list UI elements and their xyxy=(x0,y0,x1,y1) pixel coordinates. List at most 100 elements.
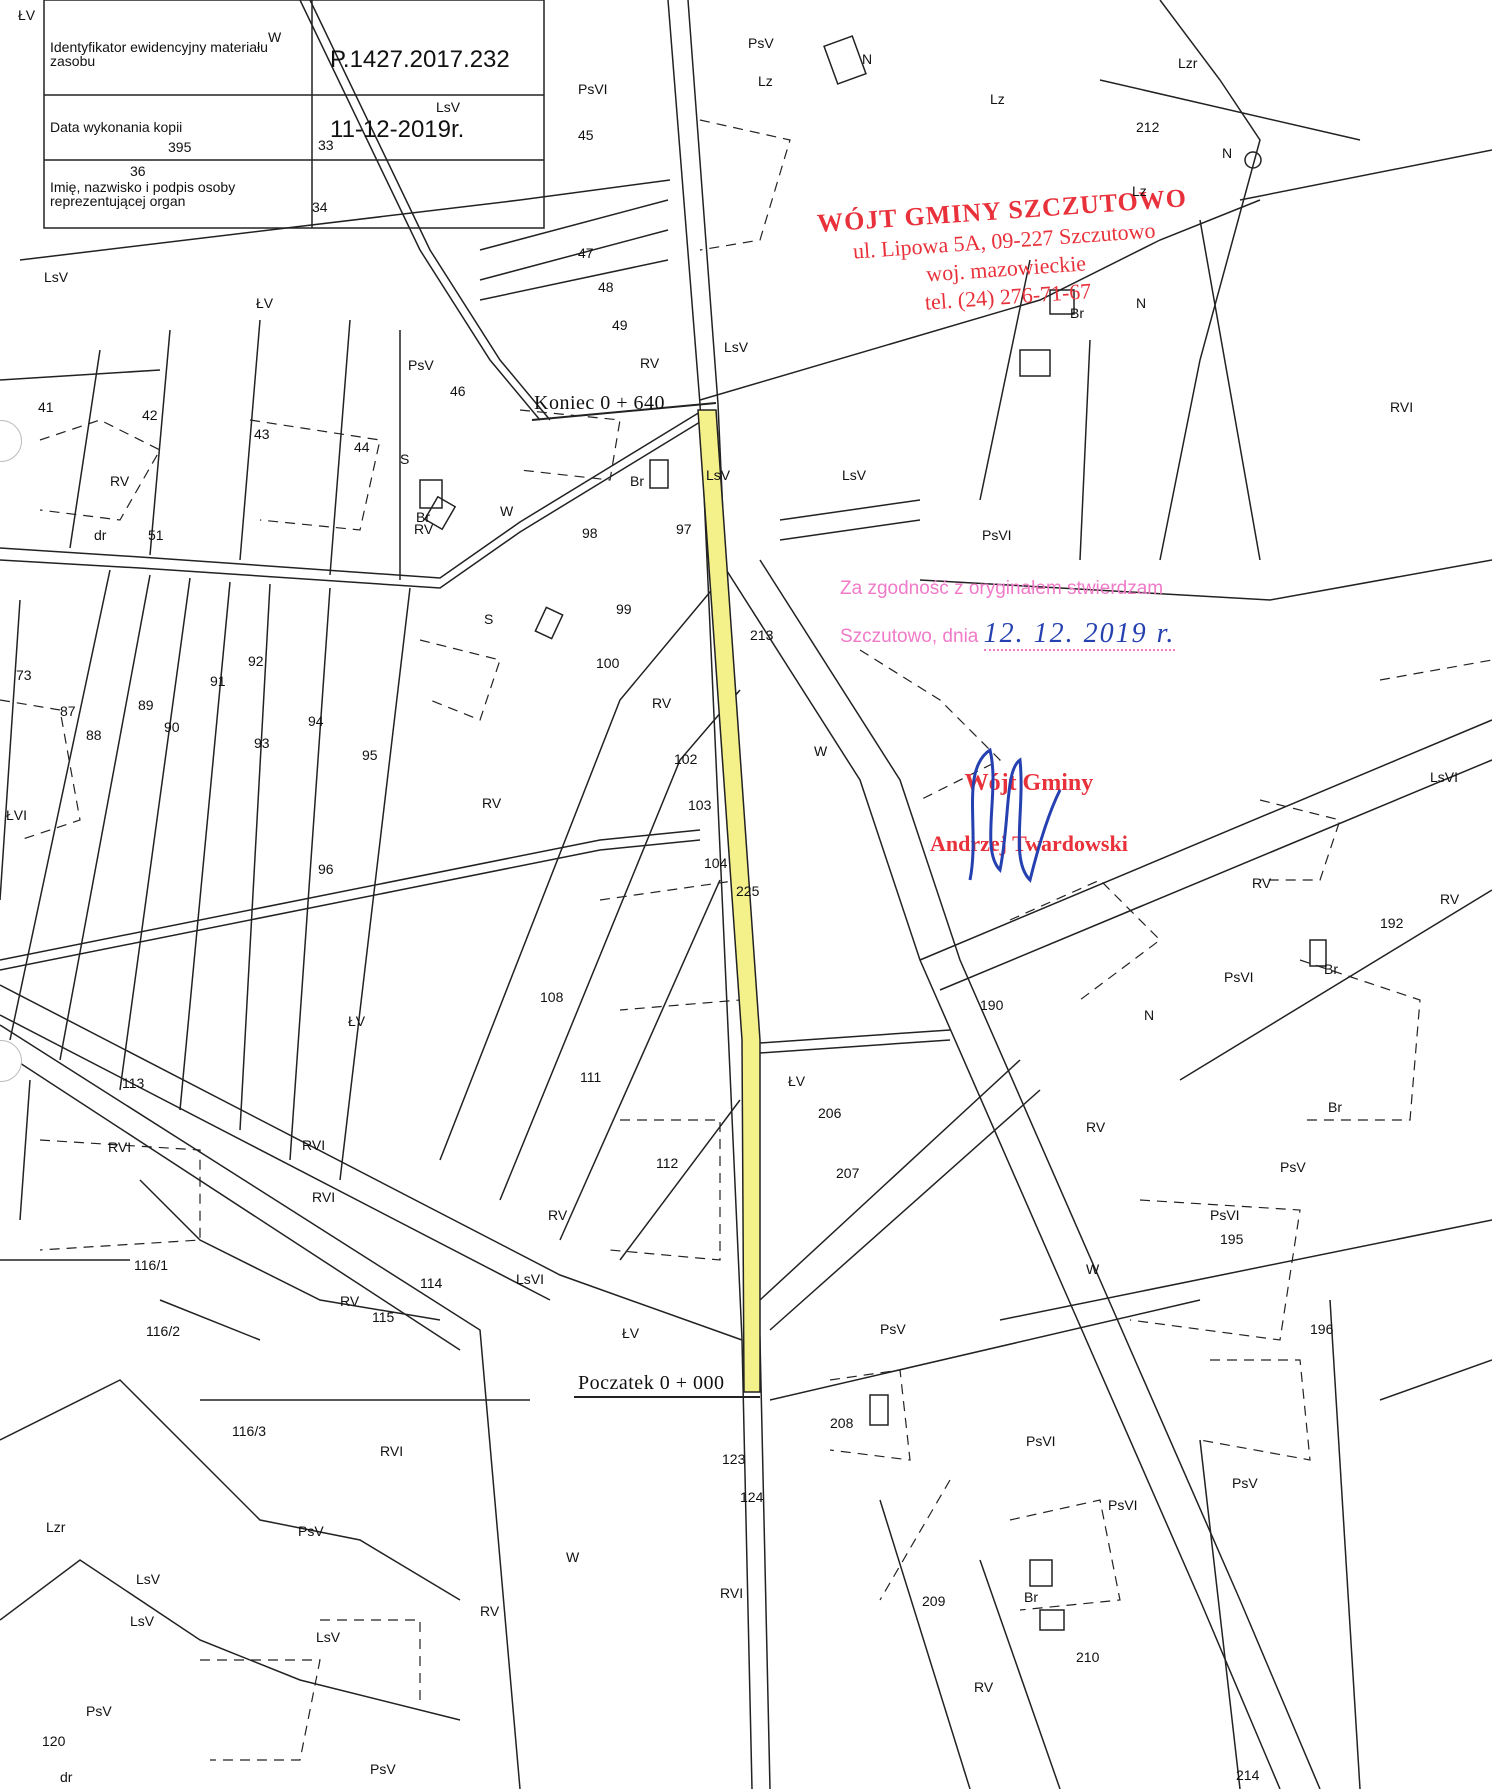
land-class-c1-5: PsV xyxy=(370,1761,396,1777)
land-class-c4-0: LsVI xyxy=(1430,769,1459,785)
land-class-c8-0: ŁVI xyxy=(6,807,28,823)
parcel-number-p209: 209 xyxy=(922,1593,946,1609)
land-class-c14-0: dr xyxy=(94,527,107,543)
parcel-number-p90: 90 xyxy=(164,719,180,735)
land-class-c2-5: PsVI xyxy=(1026,1433,1056,1449)
land-class-c5-5: RV xyxy=(548,1207,568,1223)
parcel-number-p98: 98 xyxy=(582,525,598,541)
route-start-label: Poczatek 0 + 000 xyxy=(578,1372,725,1394)
land-class-c1-6: PsV xyxy=(86,1703,112,1719)
land-class-c6-3: RVI xyxy=(720,1585,744,1601)
signatory-stamp: Wójt Gminy Andrzej Twardowski xyxy=(930,770,1128,857)
parcel-number-p41: 41 xyxy=(38,399,54,415)
land-class-c5-6: RV xyxy=(340,1293,360,1309)
land-class-c3-6: LsV xyxy=(130,1613,155,1629)
land-class-c7-1: ŁV xyxy=(256,295,274,311)
land-class-c5-2: RV xyxy=(414,521,434,537)
parcel-number-p33: 33 xyxy=(318,137,334,153)
parcel-number-p104: 104 xyxy=(704,855,728,871)
land-class-c6-1: RVI xyxy=(302,1137,326,1153)
parcel-number-p116_2: 116/2 xyxy=(146,1323,180,1339)
land-class-c10-2: Br xyxy=(1070,305,1084,321)
land-class-c13-0: N xyxy=(862,51,873,67)
land-class-c1-4: PsV xyxy=(298,1523,324,1539)
route-end-label: Koniec 0 + 640 xyxy=(534,392,666,414)
parcel-number-p124: 124 xyxy=(740,1489,764,1505)
parcel-number-p47: 47 xyxy=(578,245,594,261)
land-class-c2-1: PsVI xyxy=(982,527,1012,543)
land-class-c1-3: PsV xyxy=(1232,1475,1258,1491)
parcel-number-p213: 213 xyxy=(750,627,774,643)
land-class-c6-4: RVI xyxy=(380,1443,404,1459)
land-class-c12-4: W xyxy=(566,1549,580,1565)
header-label-signatory: Imię, nazwisko i podpis osoby reprezentu… xyxy=(50,179,236,209)
land-class-c1-1: PsV xyxy=(408,357,434,373)
land-class-c9-0: Lzr xyxy=(46,1519,66,1535)
parcel-number-p196: 196 xyxy=(1310,1321,1334,1337)
parcel-number-p208: 208 xyxy=(830,1415,854,1431)
land-class-c3-0: LsV xyxy=(724,339,749,355)
parcel-number-p94: 94 xyxy=(308,713,324,729)
signatory-name: Andrzej Twardowski xyxy=(930,831,1128,856)
land-class-c12-1: W xyxy=(814,743,828,759)
land-class-c5-7: RV xyxy=(480,1603,500,1619)
parcel-number-p395: 395 xyxy=(168,139,192,155)
land-class-c2-4: PsVI xyxy=(1108,1497,1138,1513)
land-class-c3-7: LsV xyxy=(316,1629,341,1645)
land-class-c14-1: dr xyxy=(60,1769,73,1785)
land-class-c5-4: RV xyxy=(482,795,502,811)
land-class-c11-0: S xyxy=(400,451,410,467)
header-label-date: Data wykonania kopii xyxy=(50,119,183,135)
land-class-c5-8: RV xyxy=(974,1679,994,1695)
parcel-number-p97: 97 xyxy=(676,521,692,537)
parcel-number-p190: 190 xyxy=(980,997,1004,1013)
parcel-number-p51: 51 xyxy=(148,527,164,543)
land-class-c1-7: PsV xyxy=(1280,1159,1306,1175)
main-road-left-edge xyxy=(667,0,753,1789)
land-class-c4-1: LsVI xyxy=(516,1271,545,1287)
land-class-c5-3: RV xyxy=(652,695,672,711)
parcel-number-p207: 207 xyxy=(836,1165,860,1181)
land-class-c7-3: ŁV xyxy=(622,1325,640,1341)
land-class-c5-1: RV xyxy=(110,473,130,489)
parcel-number-p96: 96 xyxy=(318,861,334,877)
certification-stamp: Za zgodność z oryginałem stwierdzam Szcz… xyxy=(840,578,1176,651)
parcel-number-p49: 49 xyxy=(612,317,628,333)
land-class-c9-1: Lzr xyxy=(1178,55,1198,71)
land-class-c6-2: RVI xyxy=(312,1189,336,1205)
header-label-identifier: Identyfikator ewidencyjny materiału zaso… xyxy=(50,39,268,69)
parcel-number-p87: 87 xyxy=(60,703,76,719)
parcel-number-p100: 100 xyxy=(596,655,620,671)
land-class-c1-2: PsV xyxy=(880,1321,906,1337)
land-class-c10-3: Br xyxy=(1324,961,1338,977)
parcel-number-p212: 212 xyxy=(1136,119,1160,135)
land-class-c3-4: LsV xyxy=(436,99,461,115)
land-class-c13-3: N xyxy=(1144,1007,1155,1023)
parcel-number-p44: 44 xyxy=(354,439,370,455)
land-class-c13-1: N xyxy=(1222,145,1233,161)
land-class-c12-0: W xyxy=(268,29,282,45)
parcel-number-p34: 34 xyxy=(312,199,328,215)
parcel-number-p42: 42 xyxy=(142,407,158,423)
parcel-number-p89: 89 xyxy=(138,697,154,713)
end-chainage-line xyxy=(531,402,717,421)
land-class-c1-0: PsV xyxy=(748,35,774,51)
parcel-number-p214: 214 xyxy=(1236,1767,1260,1783)
parcel-number-p91: 91 xyxy=(210,673,226,689)
parcel-number-p73: 73 xyxy=(16,667,32,683)
parcel-number-p48: 48 xyxy=(598,279,614,295)
parcel-number-p93: 93 xyxy=(254,735,270,751)
parcel-number-p114: 114 xyxy=(420,1275,443,1291)
certification-date: 12. 12. 2019 r. xyxy=(983,618,1176,651)
land-class-c10-4: Br xyxy=(1328,1099,1342,1115)
parcel-number-p192: 192 xyxy=(1380,915,1404,931)
land-class-c10-0: Br xyxy=(416,509,430,525)
land-class-c5-0: RV xyxy=(640,355,660,371)
parcel-number-p210: 210 xyxy=(1076,1649,1100,1665)
parcel-number-p46: 46 xyxy=(450,383,466,399)
parcel-number-p95: 95 xyxy=(362,747,378,763)
certification-line: Za zgodność z oryginałem stwierdzam xyxy=(840,578,1164,599)
route-highlight xyxy=(697,409,761,1393)
parcel-number-p113: 113 xyxy=(122,1075,145,1091)
